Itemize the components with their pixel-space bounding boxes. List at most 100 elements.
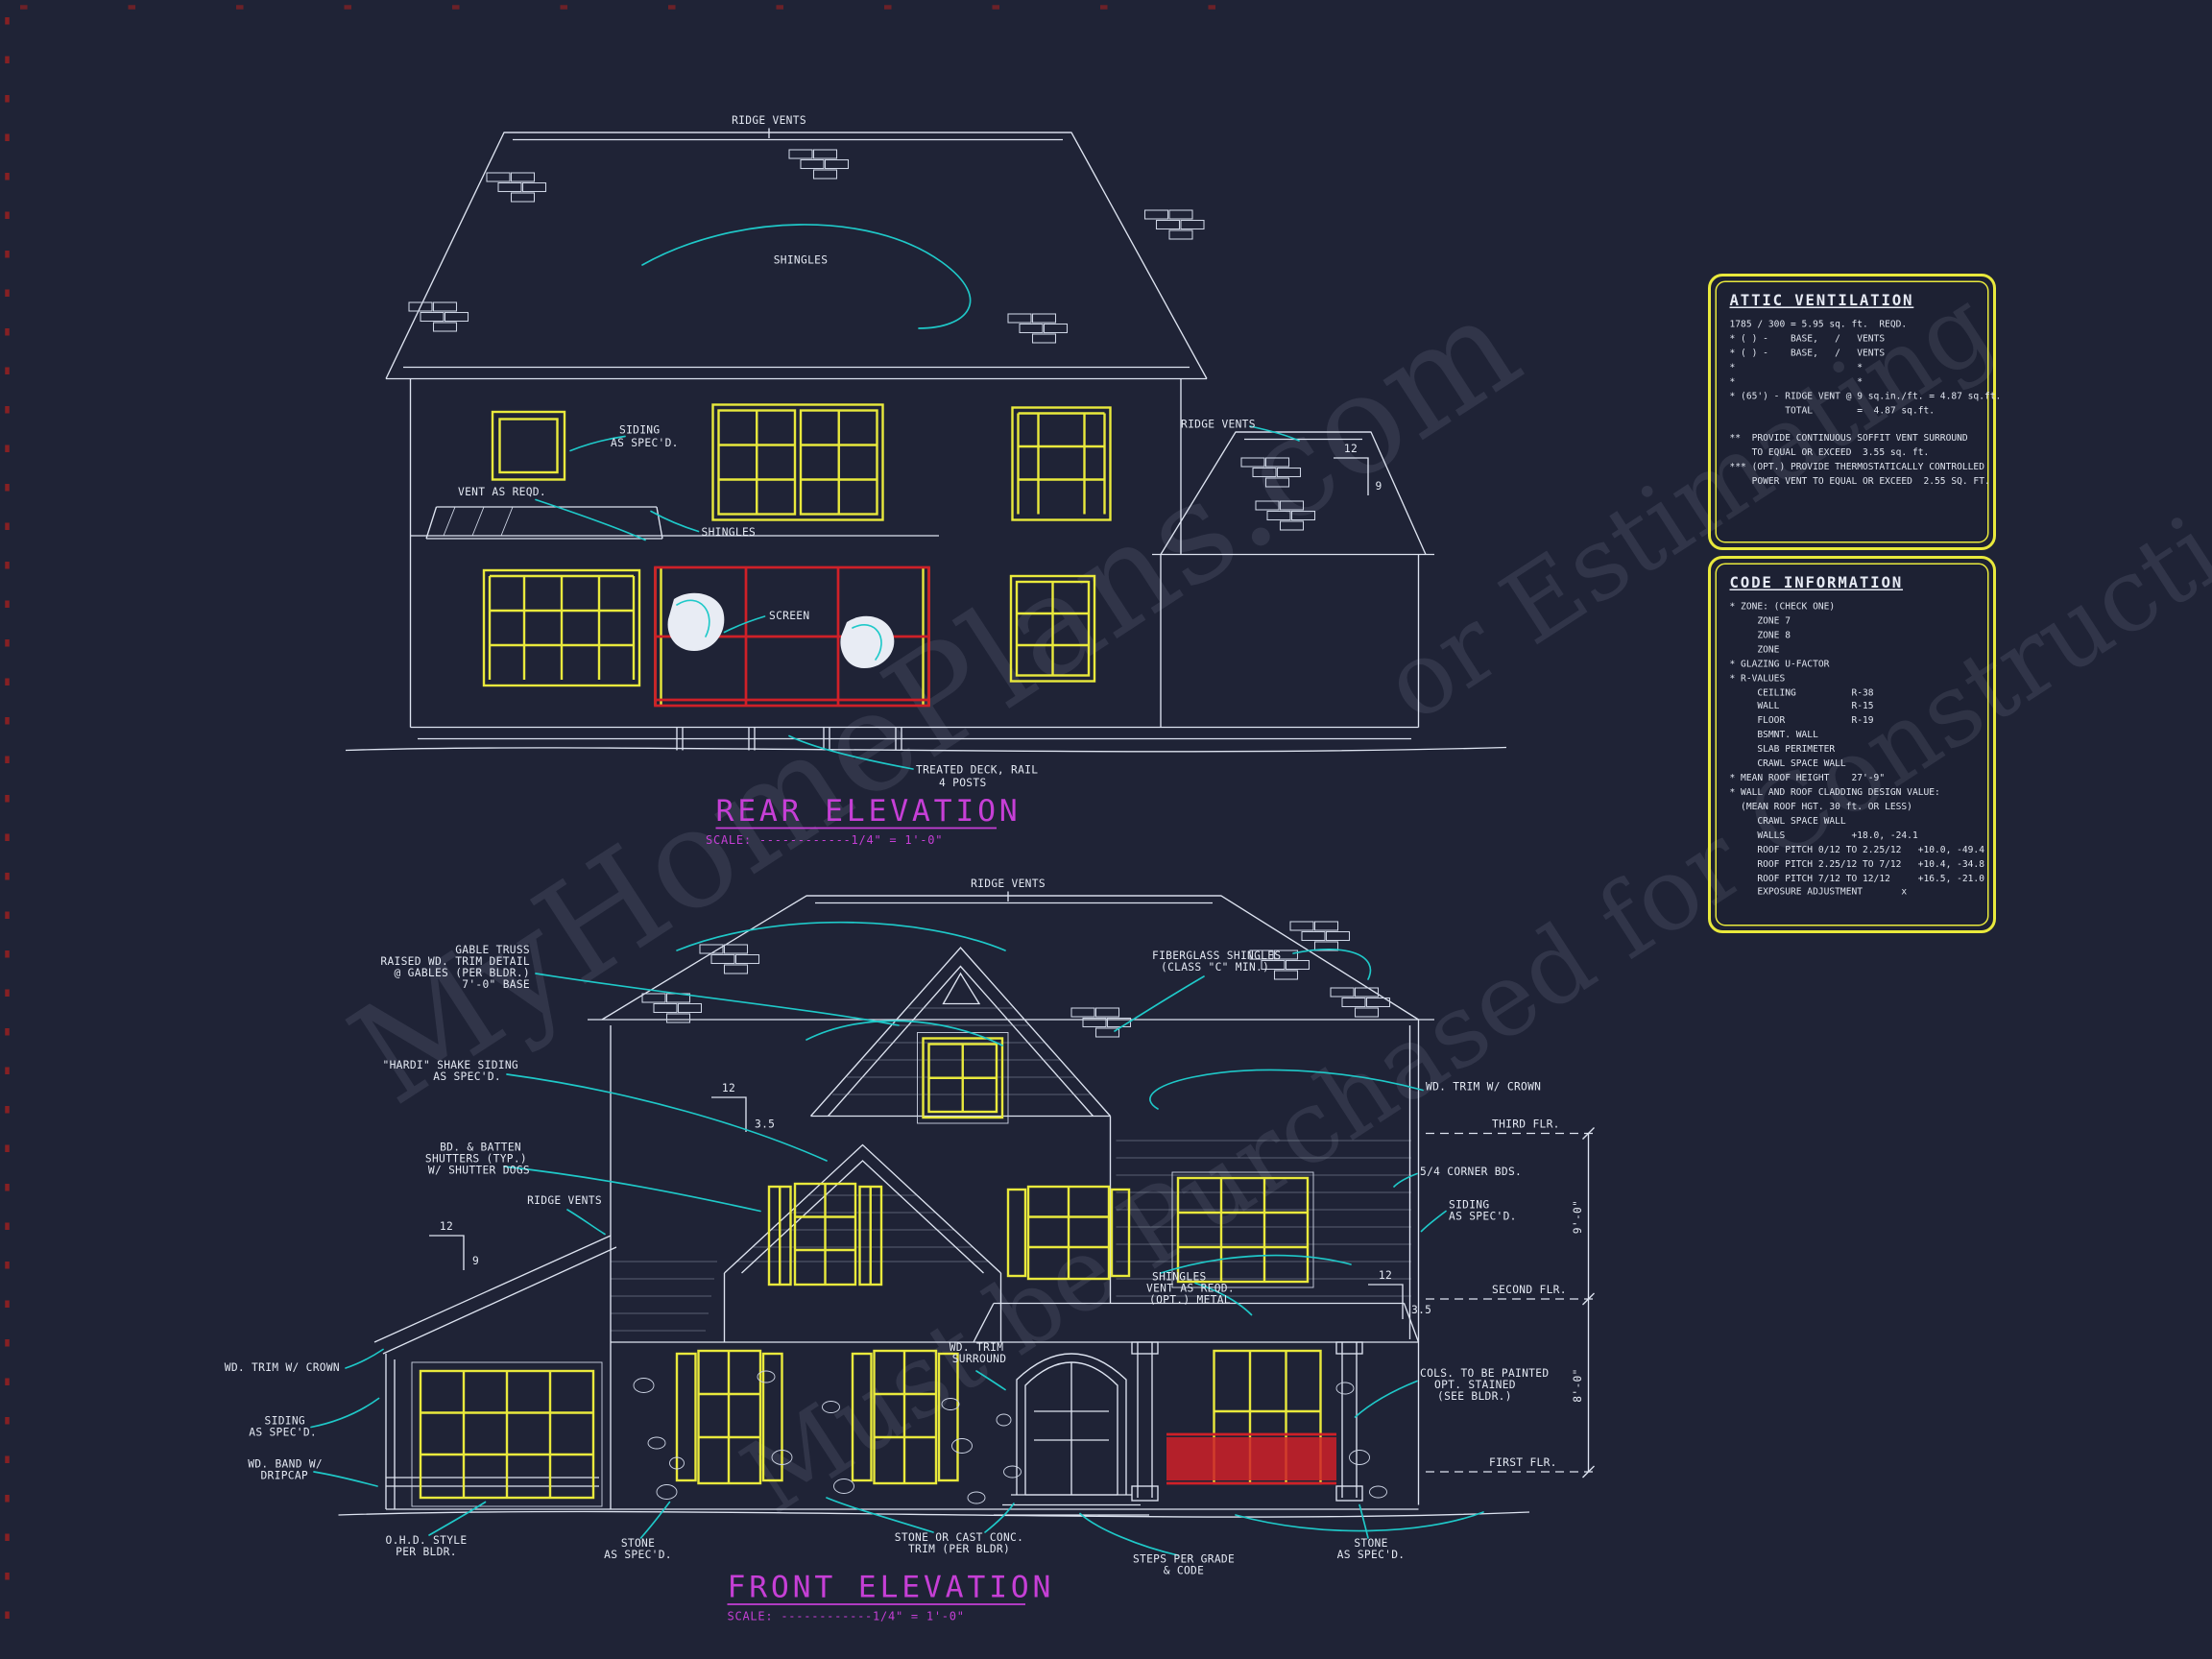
code-information-inner: CODE INFORMATION * ZONE: (CHECK ONE) ZON…	[1715, 563, 1989, 926]
cad-text-line: * *	[1729, 361, 1863, 373]
cad-text-line: ZONE 8	[1729, 629, 1791, 641]
code-information-box: CODE INFORMATION * ZONE: (CHECK ONE) ZON…	[1708, 556, 1996, 933]
annotation-as-spec-d: AS SPEC'D.	[604, 1549, 672, 1561]
annotation-code: & CODE	[1164, 1565, 1204, 1577]
annotation-surround: SURROUND	[952, 1353, 1007, 1365]
annotation-hardi-shake-siding: "HARDI" SHAKE SIDING	[383, 1059, 518, 1071]
cad-text-line: * GLAZING U-FACTOR	[1729, 658, 1830, 670]
cad-text-line: CEILING R-38	[1729, 685, 1874, 698]
rear-walls	[345, 378, 1507, 753]
cad-text-line: ** PROVIDE CONTINUOUS SOFFIT VENT SURROU…	[1729, 432, 1968, 445]
annotation-cols-to-be-painted: COLS. TO BE PAINTED	[1420, 1367, 1549, 1380]
cad-text-line: ZONE	[1729, 643, 1780, 656]
rear-leader-lines	[535, 224, 1300, 770]
cad-text-line: ZONE 7	[1729, 614, 1791, 627]
annotation-3-5: 3.5	[755, 1118, 775, 1131]
cad-text-line: FLOOR R-19	[1729, 714, 1874, 727]
front-siding-texture	[611, 1140, 1411, 1332]
annotation-siding: SIDING	[265, 1415, 305, 1428]
floor-dimension-lines	[1426, 1127, 1596, 1479]
attic-ventilation-inner: ATTIC VENTILATION 1785 / 300 = 5.95 sq. …	[1715, 280, 2002, 543]
annotation-gable-truss: GABLE TRUSS	[455, 944, 530, 956]
front-elevation-title: FRONT ELEVATION	[728, 1571, 1055, 1605]
cad-text-line: SLAB PERIMETER	[1729, 743, 1836, 756]
rear-right-wing-roof	[1152, 431, 1434, 728]
annotation-12: 12	[1344, 443, 1358, 455]
annotation-vent-as-reqd: VENT AS REQD.	[1146, 1283, 1235, 1295]
front-main-roof	[588, 891, 1434, 1021]
cad-text-line: ROOF PITCH 0/12 TO 2.25/12 +10.0, -49.4	[1729, 843, 1984, 855]
annotation-shingles: SHINGLES	[1152, 1271, 1207, 1284]
garage-door	[419, 1369, 595, 1500]
annotation-12: 12	[440, 1220, 453, 1233]
attic-ventilation-box: ATTIC VENTILATION 1785 / 300 = 5.95 sq. …	[1708, 274, 2002, 550]
cad-text-line: TOTAL = 4.87 sq.ft.	[1729, 403, 1936, 416]
rear-screen-porch	[654, 565, 930, 708]
annotation-gables-per-bldr: @ GABLES (PER BLDR.)	[395, 967, 530, 979]
attic-ventilation-text: 1785 / 300 = 5.95 sq. ft. REQD.* ( ) - B…	[1729, 319, 2002, 491]
cad-text-line: CRAWL SPACE WALL	[1729, 814, 1846, 827]
cad-text-line: * R-VALUES	[1729, 671, 1786, 684]
annotation-as-spec-d: AS SPEC'D.	[611, 437, 679, 449]
annotation-w-shutter-dogs: W/ SHUTTER DOGS	[428, 1165, 530, 1177]
annotation-as-spec-d: AS SPEC'D.	[249, 1427, 317, 1439]
front-second-gable	[723, 1143, 1002, 1342]
print-registration-marks	[5, 5, 1296, 1649]
annotation-wd-trim-w-crown: WD. TRIM W/ CROWN	[225, 1361, 340, 1374]
annotation-wd-band-w: WD. BAND W/	[248, 1458, 323, 1471]
annotation-9-0: 9'-0"	[1572, 1200, 1584, 1234]
annotation-stone: STONE	[1354, 1537, 1387, 1550]
annotation-shutters-typ: SHUTTERS (TYP.)	[425, 1153, 527, 1166]
annotation-per-bldr: PER BLDR.	[396, 1546, 457, 1558]
cad-text-line: EXPOSURE ADJUSTMENT x	[1729, 886, 1908, 899]
annotation-third-flr: THIRD FLR.	[1492, 1118, 1560, 1131]
rear-roof	[385, 128, 1208, 380]
annotation-see-bldr: (SEE BLDR.)	[1437, 1390, 1512, 1403]
annotation-ridge-vents: RIDGE VENTS	[1181, 419, 1256, 431]
annotation-class-c-min: (CLASS "C" MIN.)	[1161, 961, 1269, 974]
rear-elevation-scale: SCALE: ------------1/4" = 1'-0"	[706, 833, 943, 847]
cad-text-line: ROOF PITCH 7/12 TO 12/12 +16.5, -21.0	[1729, 872, 1984, 884]
annotation-dripcap: DRIPCAP	[260, 1470, 308, 1482]
cad-text-line: * MEAN ROOF HEIGHT 27'-9"	[1729, 772, 1886, 784]
annotation-fiberglass-shingles: FIBERGLASS SHINGLES	[1152, 950, 1281, 962]
porch-columns	[1131, 1341, 1363, 1502]
annotation-3-5: 3.5	[1411, 1304, 1431, 1316]
annotation-screen: SCREEN	[769, 610, 809, 622]
cad-text-line: (MEAN ROOF HGT. 30 ft. OR LESS)	[1729, 800, 1912, 812]
cad-text-line: * *	[1729, 375, 1863, 388]
cad-text-line: WALL R-15	[1729, 700, 1874, 712]
annotation-treated-deck-rail: TREATED DECK, RAIL	[916, 764, 1038, 777]
cad-text-line: POWER VENT TO EQUAL OR EXCEED 2.55 SQ. F…	[1729, 475, 1990, 488]
front-windows	[675, 1032, 1322, 1485]
screen-reflection-blob	[840, 615, 895, 668]
rear-elevation-title: REAR ELEVATION	[716, 794, 1022, 829]
annotation-stone-or-cast-conc: STONE OR CAST CONC.	[895, 1531, 1023, 1544]
front-gable-shake-texture	[737, 1007, 1091, 1262]
cad-text-line: * ( ) - BASE, / VENTS	[1729, 332, 1886, 345]
cad-text-line: *** (OPT.) PROVIDE THERMOSTATICALLY CONT…	[1729, 461, 1985, 473]
annotation-first-flr: FIRST FLR.	[1489, 1456, 1557, 1469]
stone-texture	[633, 1370, 1387, 1504]
annotation-shingles: SHINGLES	[702, 526, 757, 539]
annotation-opt-metal: (OPT.) METAL	[1149, 1294, 1231, 1307]
annotation-7-0-base: 7'-0" BASE	[462, 978, 530, 991]
annotation-o-h-d-style: O.H.D. STYLE	[386, 1534, 468, 1547]
annotation-9: 9	[472, 1255, 479, 1267]
front-walls	[338, 1020, 1530, 1518]
porch-railing	[1166, 1432, 1336, 1485]
annotation-4-posts: 4 POSTS	[939, 777, 987, 789]
cad-text-line: * ( ) - BASE, / VENTS	[1729, 347, 1886, 359]
front-center-gable	[809, 946, 1112, 1304]
annotation-shingles: SHINGLES	[774, 254, 829, 267]
annotation-as-spec-d: AS SPEC'D.	[1449, 1211, 1517, 1223]
annotation-wd-trim-w-crown: WD. TRIM W/ CROWN	[1426, 1081, 1541, 1094]
annotation-steps-per-grade: STEPS PER GRADE	[1133, 1553, 1235, 1566]
screen-reflection-blob	[667, 592, 725, 651]
annotation-bd-batten: BD. & BATTEN	[440, 1142, 521, 1154]
annotation-opt-stained: OPT. STAINED	[1434, 1379, 1516, 1391]
annotation-vent-as-reqd: VENT AS REQD.	[458, 486, 546, 498]
